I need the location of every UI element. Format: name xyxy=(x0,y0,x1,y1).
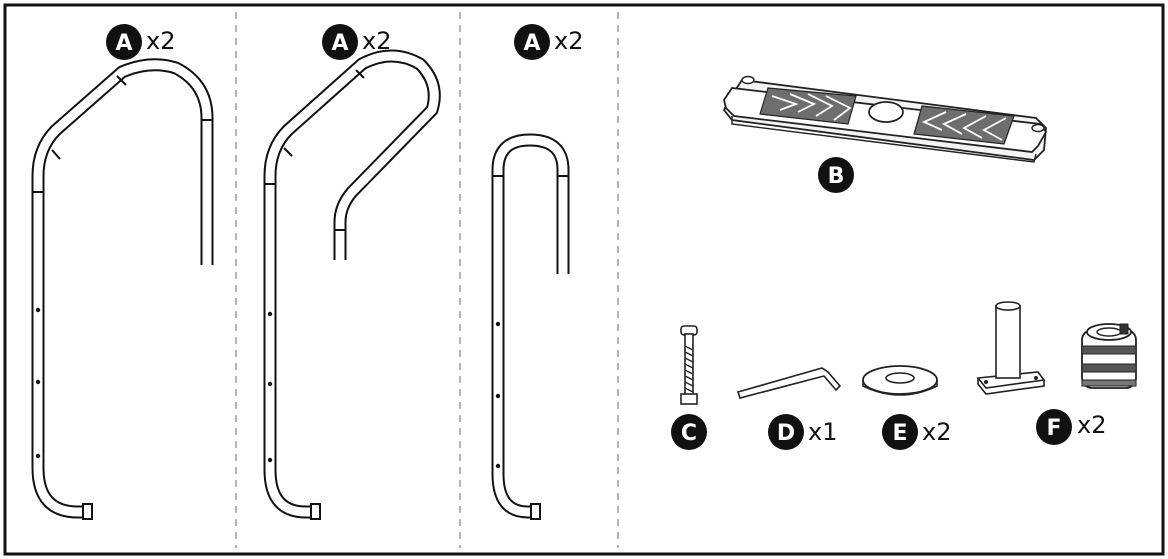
part-c-letter: C xyxy=(681,421,697,446)
part-c-label: C xyxy=(671,414,707,450)
part-a1-qty: x2 xyxy=(146,27,175,55)
washer-icon xyxy=(862,365,938,396)
part-a3-label: A x2 xyxy=(514,24,583,60)
anchor-socket-icon xyxy=(976,301,1046,395)
part-a1-label: A x2 xyxy=(106,24,175,60)
part-c-badge xyxy=(671,414,707,450)
part-a2-letter: A xyxy=(331,31,348,56)
part-a3-letter: A xyxy=(523,31,540,56)
part-f-letter: F xyxy=(1046,416,1061,441)
part-d-badge xyxy=(768,414,804,450)
part-b-label: B xyxy=(818,157,854,193)
part-d-label: D x1 xyxy=(768,414,837,450)
part-f-label: F x2 xyxy=(1036,409,1106,445)
part-e-letter: E xyxy=(892,421,907,446)
part-b-badge xyxy=(818,157,854,193)
part-f-qty: x2 xyxy=(1077,411,1106,439)
part-e-badge xyxy=(882,414,918,450)
part-a1-letter: A xyxy=(115,31,132,56)
part-b-letter: B xyxy=(828,164,845,189)
ladder-handrail-long-icon xyxy=(31,58,214,520)
part-f-badge xyxy=(1036,409,1072,445)
ladder-handrail-short-icon xyxy=(491,133,570,520)
allen-key-icon xyxy=(736,367,842,399)
step-tread-icon xyxy=(722,75,1048,163)
part-a2-qty: x2 xyxy=(362,27,391,55)
part-a1-badge xyxy=(106,24,142,60)
clamp-socket-icon xyxy=(1081,323,1137,389)
part-d-letter: D xyxy=(777,421,795,446)
part-d-qty: x1 xyxy=(808,418,837,446)
ladder-handrail-angled-icon xyxy=(263,49,441,520)
part-a3-qty: x2 xyxy=(554,27,583,55)
part-a2-label: A x2 xyxy=(322,24,391,60)
part-a2-badge xyxy=(322,24,358,60)
diagram-frame xyxy=(3,3,1165,556)
part-e-label: E x2 xyxy=(882,414,951,450)
bolt-icon xyxy=(680,325,698,405)
part-e-qty: x2 xyxy=(922,418,951,446)
part-a3-badge xyxy=(514,24,550,60)
